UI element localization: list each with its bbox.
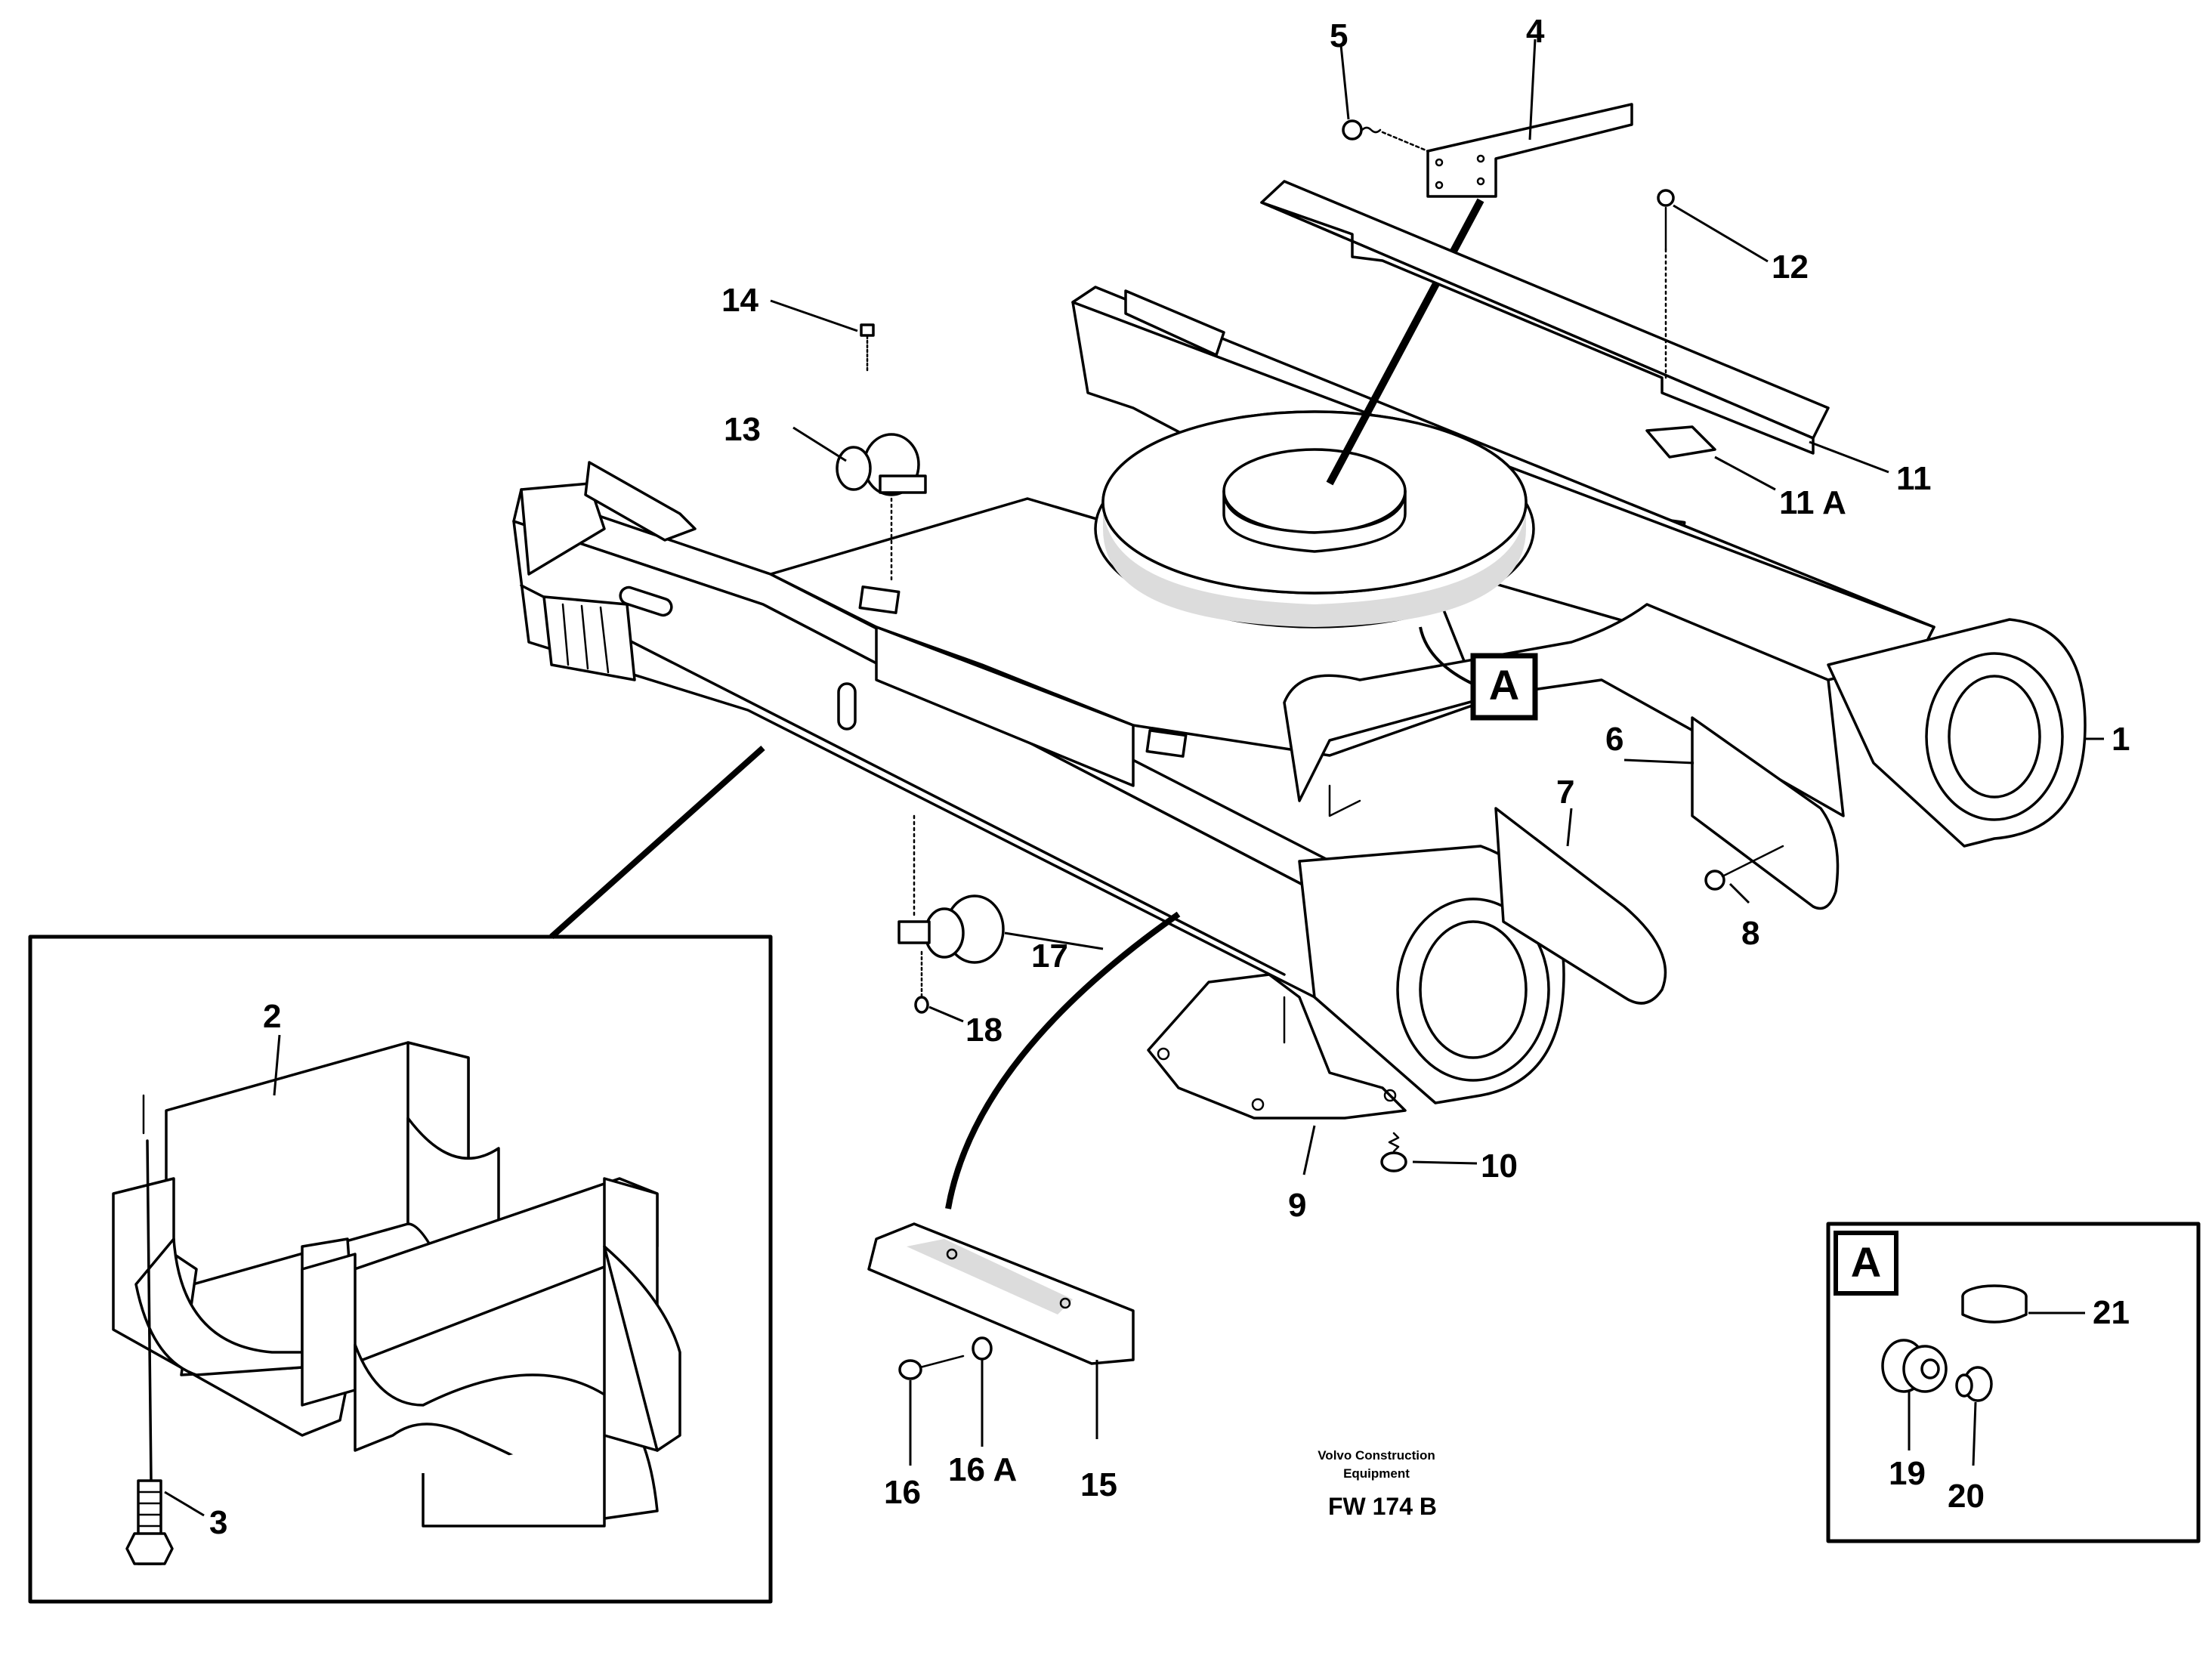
callout-21: 21 — [2093, 1294, 2130, 1331]
detail-a-marker: A — [1419, 626, 1538, 721]
callout-2: 2 — [263, 998, 281, 1035]
undercarriage-frame — [512, 286, 2087, 1104]
callout-4: 4 — [1526, 13, 1545, 50]
plug-21 — [1961, 1284, 2028, 1324]
track-guide-15 — [867, 911, 1181, 1365]
plate-11a — [1645, 425, 1716, 459]
callout-5: 5 — [1330, 17, 1348, 54]
nut-19 — [1881, 1339, 1948, 1393]
caption-block: Volvo Construction Equipment FW 174 B — [1318, 1448, 1437, 1520]
callout-7: 7 — [1556, 774, 1574, 811]
callout-3: 3 — [209, 1504, 227, 1541]
track-guard-4 — [1326, 103, 1633, 486]
callout-11: 11 — [1896, 460, 1932, 497]
leader-lines — [164, 39, 2104, 1517]
callout-13: 13 — [724, 411, 761, 448]
caption-line2: Equipment — [1343, 1466, 1410, 1481]
detail-a-marker-label: A — [1489, 661, 1519, 709]
bolt-8 — [1704, 845, 1784, 891]
track-roller-17 — [897, 814, 1005, 999]
screw-5 — [1342, 119, 1429, 153]
screw-10 — [1380, 1132, 1407, 1172]
detail-a-box-label: A — [1851, 1238, 1881, 1286]
washer-16a — [972, 1336, 993, 1361]
callout-11a: 11 A — [1779, 484, 1846, 521]
guide-block-2 — [112, 1041, 681, 1528]
callout-12: 12 — [1772, 249, 1809, 286]
callout-18: 18 — [965, 1012, 1003, 1049]
bolt-12 — [1657, 189, 1675, 379]
plug-20 — [1955, 1366, 1993, 1402]
callout-6: 6 — [1605, 721, 1623, 758]
cover-6 — [1691, 716, 1840, 910]
callout-16: 16 — [884, 1474, 921, 1511]
detail-a-box-label-frame: A — [1834, 1231, 1898, 1296]
bolt-18 — [914, 996, 929, 1014]
callout-19: 19 — [1889, 1455, 1926, 1492]
caption-code: FW 174 B — [1328, 1493, 1437, 1520]
callout-1: 1 — [2112, 721, 2130, 758]
plate-9 — [1147, 973, 1407, 1120]
callout-15: 15 — [1080, 1466, 1117, 1503]
bolt-3 — [125, 1094, 174, 1565]
callout-14: 14 — [721, 282, 758, 319]
bolt-14 — [860, 323, 875, 372]
cover-7 — [1494, 807, 1667, 1005]
callout-16a: 16 A — [948, 1451, 1017, 1488]
callout-8: 8 — [1741, 915, 1759, 952]
callout-17: 17 — [1031, 938, 1068, 975]
carrier-roller-13 — [836, 433, 927, 583]
bolt-16 — [898, 1355, 965, 1380]
callout-20: 20 — [1948, 1478, 1985, 1515]
callout-10: 10 — [1481, 1148, 1518, 1185]
caption-line1: Volvo Construction — [1318, 1448, 1435, 1463]
callout-9: 9 — [1288, 1187, 1306, 1224]
callout-labels: 1 2 3 4 5 6 7 8 9 10 11 11 A 12 13 14 15… — [209, 13, 2130, 1541]
